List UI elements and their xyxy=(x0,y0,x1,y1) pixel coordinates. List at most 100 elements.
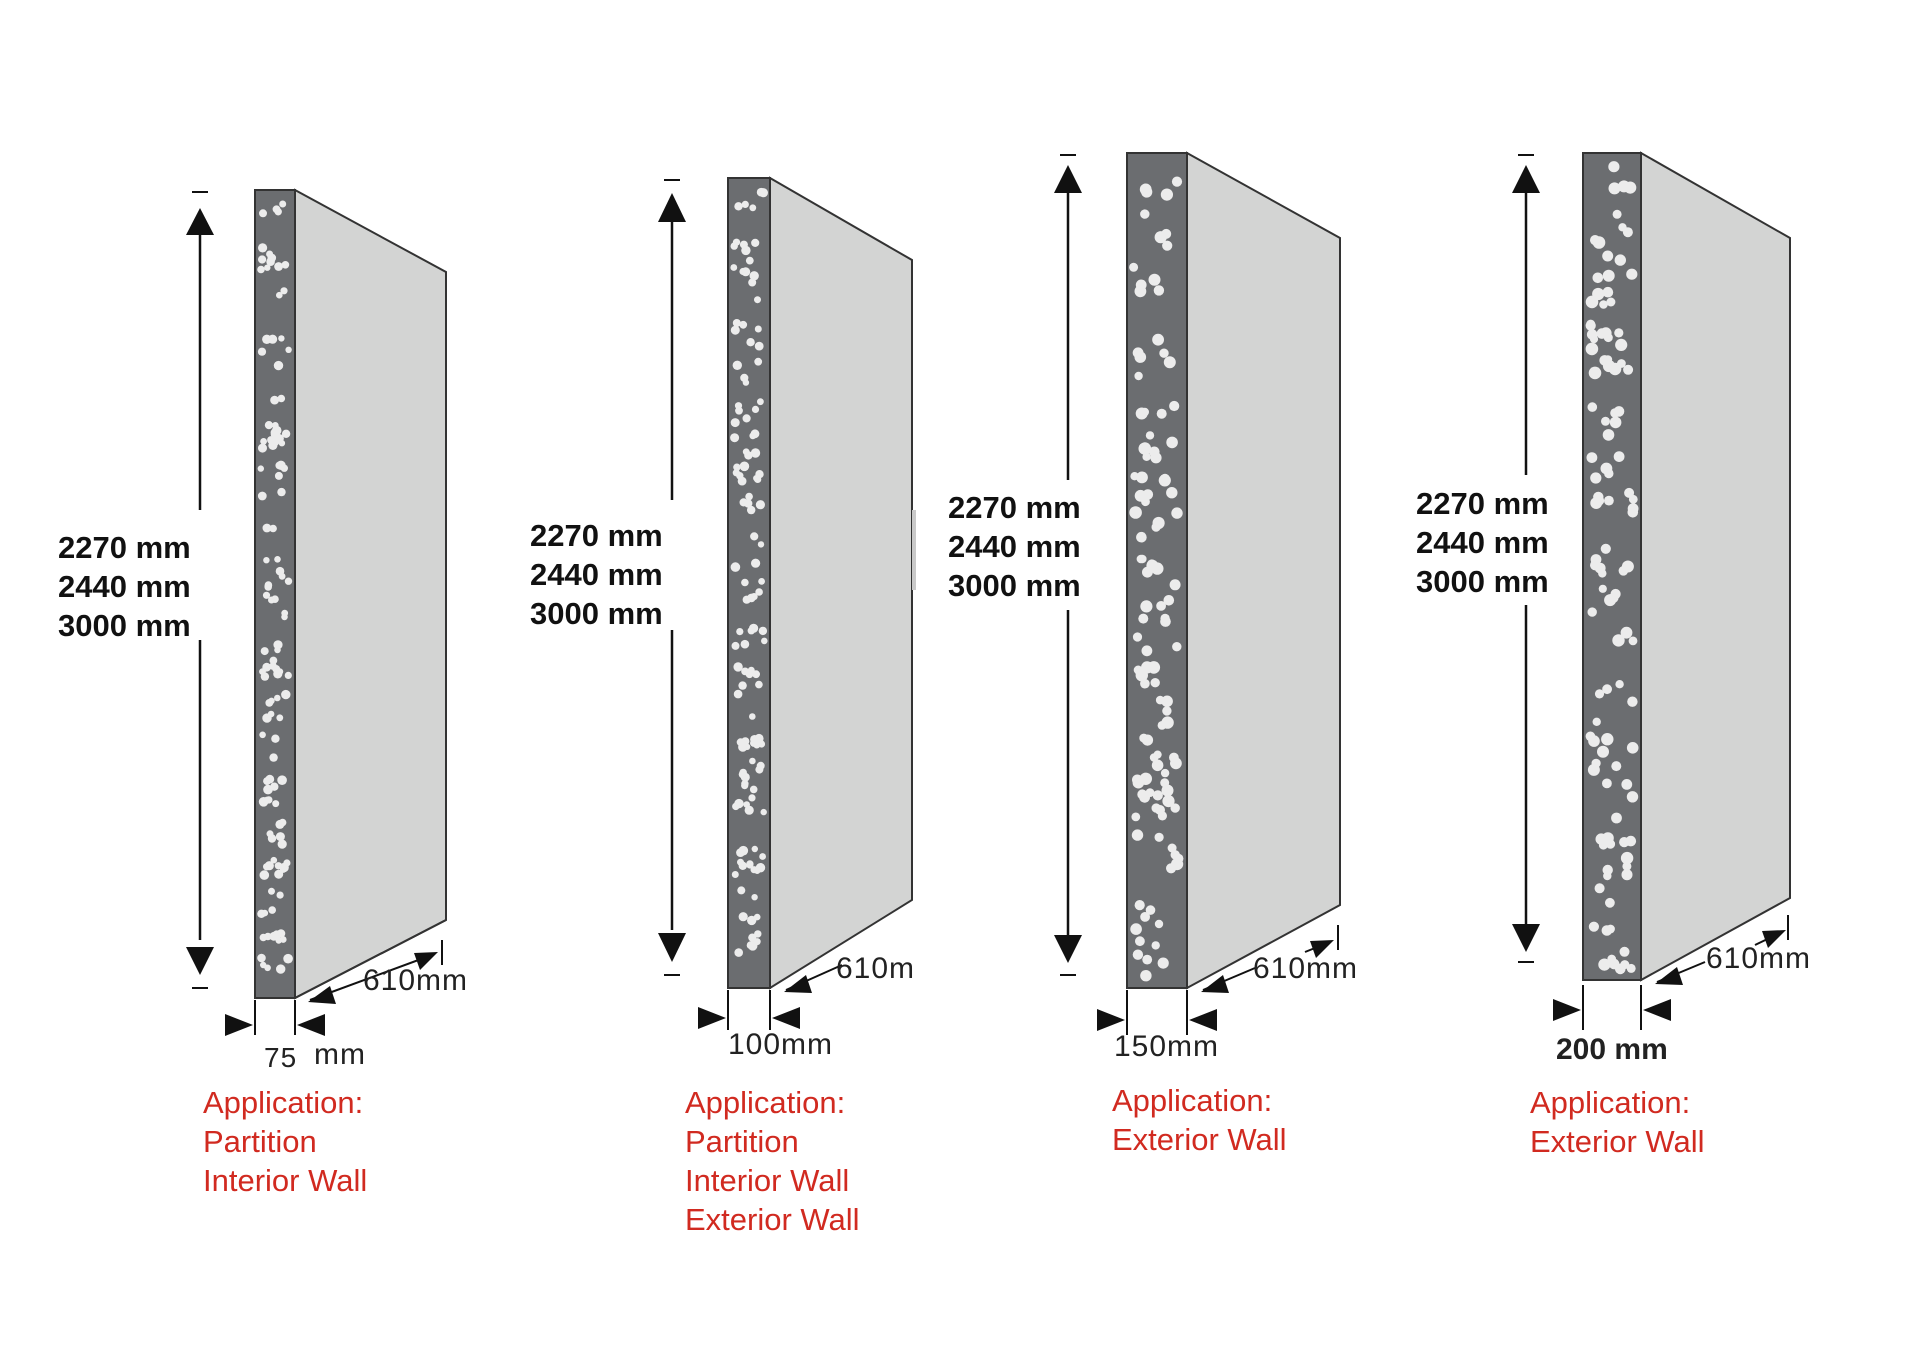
core-bubble xyxy=(747,915,757,926)
core-bubble xyxy=(745,492,753,501)
core-bubble xyxy=(1142,489,1154,500)
core-bubble xyxy=(1609,416,1622,429)
core-bubble xyxy=(1160,188,1173,201)
core-bubble xyxy=(272,800,280,808)
core-bubble xyxy=(1627,696,1638,707)
panel-face xyxy=(769,176,913,990)
core-bubble xyxy=(754,357,763,366)
core-bubble xyxy=(269,931,279,941)
arrow-icon xyxy=(1201,975,1229,993)
core-bubble xyxy=(271,734,280,743)
core-bubble xyxy=(742,414,751,423)
core-bubble xyxy=(274,262,283,271)
core-bubble xyxy=(1135,936,1145,947)
panel-200mm xyxy=(1512,151,1791,1030)
core-bubble xyxy=(1617,359,1626,368)
core-bubble xyxy=(730,264,738,271)
core-bubble xyxy=(1139,733,1149,743)
core-bubble xyxy=(749,271,759,281)
core-bubble xyxy=(283,953,293,964)
core-bubble xyxy=(741,782,749,790)
core-bubble xyxy=(265,796,273,804)
height-option: 2270 mm xyxy=(948,490,1081,525)
core-bubble xyxy=(275,819,285,829)
core-bubble xyxy=(730,325,740,335)
thickness-label-panel-2: 100mm xyxy=(728,1028,834,1061)
core-bubble xyxy=(1160,473,1170,484)
core-bubble xyxy=(1628,636,1638,646)
core-bubble xyxy=(269,753,278,762)
core-bubble xyxy=(743,801,750,808)
core-bubble xyxy=(264,264,271,271)
edge-mark xyxy=(912,510,916,590)
core-bubble xyxy=(265,774,275,784)
core-bubble xyxy=(275,461,284,470)
height-option: 3000 mm xyxy=(58,608,191,643)
core-bubble xyxy=(1147,661,1161,674)
core-bubble xyxy=(1588,921,1599,932)
core-bubble xyxy=(264,583,273,591)
core-bubble xyxy=(1620,626,1633,639)
core-bubble xyxy=(1140,600,1153,613)
core-bubble xyxy=(276,964,286,974)
core-bubble xyxy=(267,834,277,843)
core-bubbles xyxy=(1585,161,1639,975)
arrow-icon xyxy=(1655,967,1683,985)
core-bubble xyxy=(1134,900,1145,911)
core-bubble xyxy=(277,487,286,497)
core-bubble xyxy=(740,639,750,649)
core-bubble xyxy=(738,742,748,752)
core-bubble xyxy=(1145,905,1156,915)
core-bubble xyxy=(1592,236,1606,249)
core-bubble xyxy=(749,204,757,212)
core-bubble xyxy=(1166,487,1178,499)
core-bubble xyxy=(750,532,759,541)
core-bubble xyxy=(1602,250,1614,262)
core-bubble xyxy=(749,432,757,440)
core-bubble xyxy=(1620,960,1630,970)
core-bubble xyxy=(747,505,756,515)
core-bubble xyxy=(754,325,762,333)
arrow-left-icon xyxy=(1643,999,1671,1021)
core-bubble xyxy=(1159,348,1169,358)
core-bubble xyxy=(1590,560,1601,571)
core-bubble xyxy=(758,188,769,198)
core-bubble xyxy=(1170,803,1180,813)
height-option: 3000 mm xyxy=(530,596,663,631)
panel-face xyxy=(294,188,447,1000)
core-bubble xyxy=(1586,319,1596,329)
core-bubbles xyxy=(257,200,293,974)
core-bubble xyxy=(260,647,269,656)
core-bubble xyxy=(754,341,764,351)
core-bubble xyxy=(1134,351,1147,363)
core-bubble xyxy=(1585,342,1599,356)
core-bubble xyxy=(742,595,751,604)
core-bubble xyxy=(259,731,266,739)
core-bubble xyxy=(1142,954,1153,965)
core-bubble xyxy=(279,200,287,208)
core-bubble xyxy=(281,261,290,269)
core-bubble xyxy=(1151,759,1164,772)
application-item: Exterior Wall xyxy=(685,1202,860,1237)
core-bubble xyxy=(284,577,293,585)
core-bubble xyxy=(1171,176,1183,187)
core-bubble xyxy=(1163,595,1175,606)
arrow-icon xyxy=(1310,940,1334,958)
core-bubble xyxy=(730,562,741,572)
core-bubble xyxy=(1601,925,1613,936)
core-bubble xyxy=(1136,531,1147,543)
core-bubble xyxy=(737,476,747,486)
core-bubble xyxy=(737,886,746,895)
core-bubble xyxy=(1151,522,1161,532)
core-bubble xyxy=(278,572,286,580)
height-option: 3000 mm xyxy=(948,568,1081,603)
core-bubble xyxy=(747,666,755,674)
core-bubble xyxy=(273,640,283,650)
core-bubble xyxy=(1602,684,1612,695)
application-title: Application: xyxy=(685,1085,846,1120)
core-bubble xyxy=(760,808,767,816)
core-bubble xyxy=(1134,371,1143,381)
core-bubble xyxy=(257,347,267,356)
core-bubble xyxy=(1145,431,1155,440)
